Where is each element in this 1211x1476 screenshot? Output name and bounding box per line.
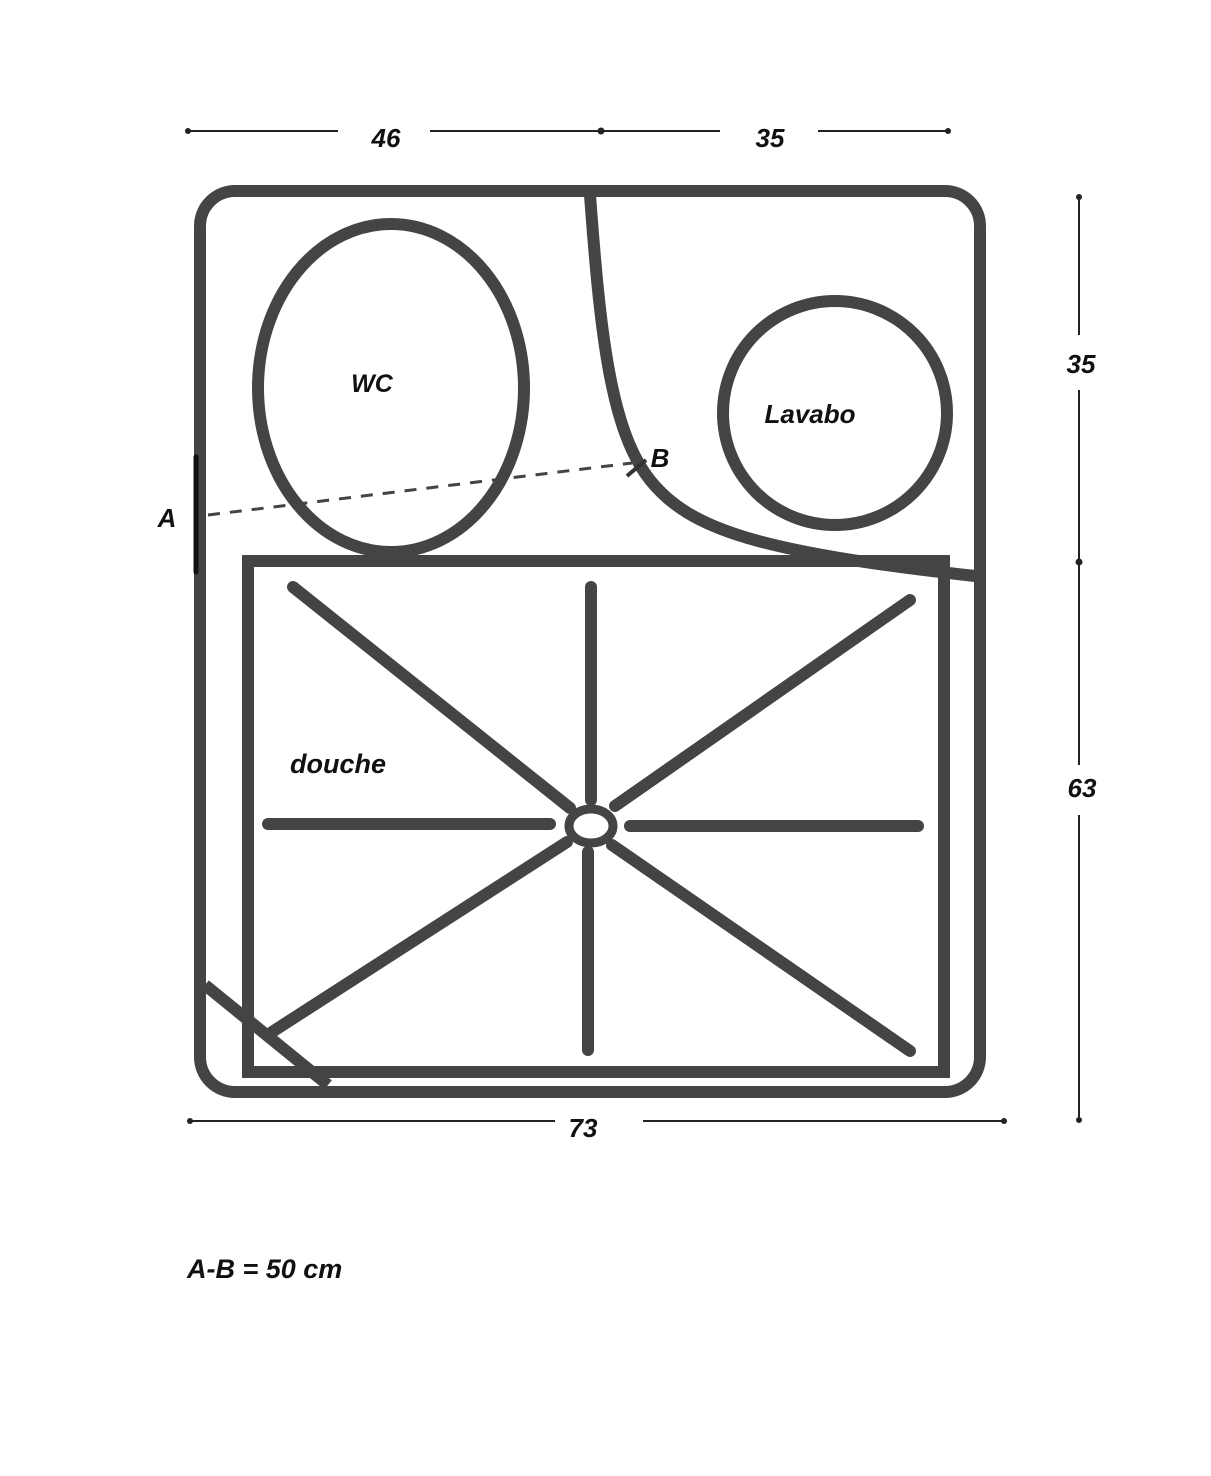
point-b-label: B [651,443,670,473]
dim-right-bottom: 63 [1068,773,1097,803]
dim-bottom: 73 [569,1113,598,1143]
corner-diagonal [201,980,332,1090]
wc-outline [252,218,530,558]
lavabo-label: Lavabo [764,399,855,429]
dim-top-right: 35 [756,123,785,153]
drain [564,804,618,848]
wc-label: WC [351,370,394,398]
dim-top-left: 46 [371,123,401,153]
point-a-label: A [157,503,177,533]
dim-right-top: 35 [1067,349,1096,379]
lavabo-outline [717,295,953,531]
partition-curve [584,194,976,582]
a-b-measure-line [207,461,633,517]
douche-label: douche [290,749,386,779]
shower-tray [242,555,950,1078]
outer-wall [194,185,986,1098]
dimension-lines [185,127,1083,1124]
distance-note: A-B = 50 cm [186,1254,342,1284]
drain-lines [262,581,924,1057]
point-b-marker [625,458,648,478]
